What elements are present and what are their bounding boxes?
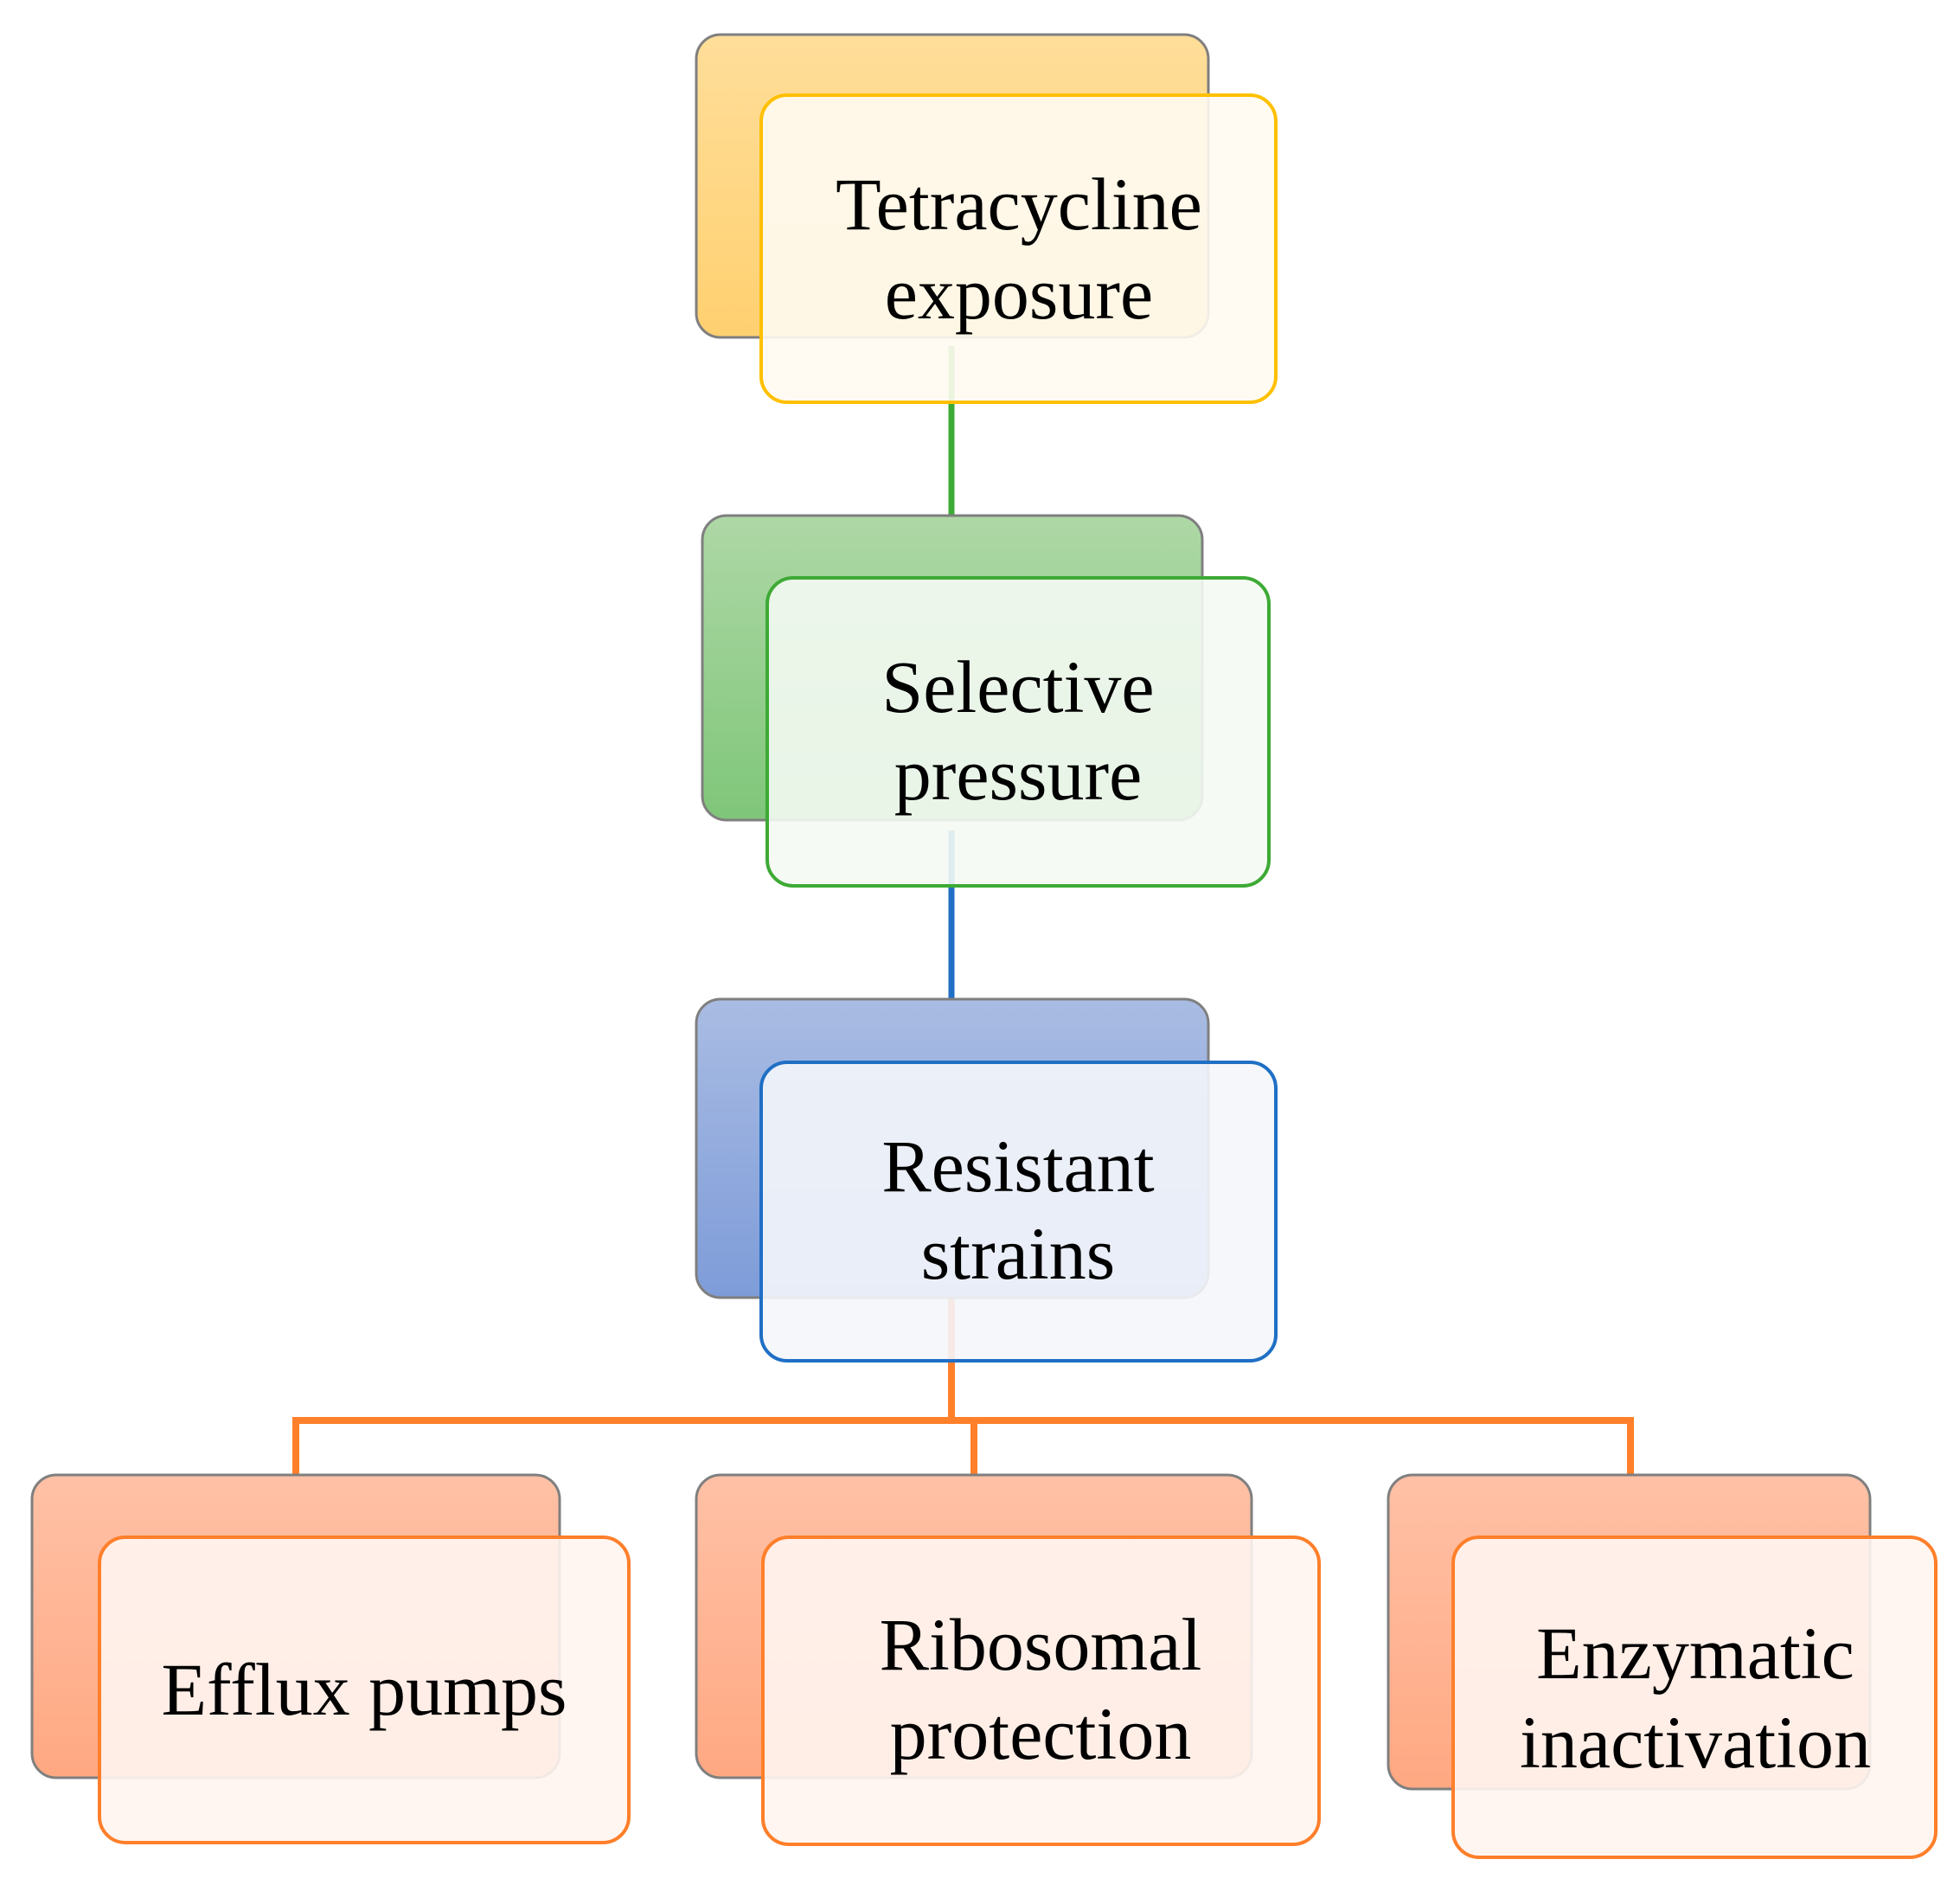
node-efflux-pumps: Efflux pumps [30,1473,631,1844]
node-enzymatic-inactivation: Enzymatic inactivation [1387,1473,1938,1859]
node-label-line-1: Selective [881,645,1154,728]
node-front-card [98,1536,631,1844]
node-label-line-2: protection [890,1692,1192,1775]
node-tetracycline-exposure: Tetracycline exposure [695,33,1278,404]
node-label-line-1: Efflux pumps [161,1648,567,1731]
node-label-line-1: Ribosomal [880,1603,1202,1686]
node-label-line-2: exposure [885,252,1153,335]
node-label-line-2: pressure [894,733,1143,816]
node-front-card [759,93,1278,404]
connector-mechanisms-bar [292,1417,1634,1475]
node-label-line-1: Enzymatic [1536,1612,1854,1695]
node-front-card [761,1536,1321,1846]
node-label-line-1: Tetracycline [836,163,1202,246]
node-ribosomal-protection: Ribosomal protection [695,1473,1321,1846]
node-label-line-2: inactivation [1520,1701,1871,1784]
node-front-card [765,576,1271,888]
node-front-card [759,1061,1278,1362]
node-label-line-2: strains [921,1212,1116,1295]
node-resistant-strains: Resistant strains [695,997,1278,1362]
node-label-line-1: Resistant [881,1125,1154,1208]
node-front-card [1451,1536,1938,1859]
node-selective-pressure: Selective pressure [701,514,1271,888]
